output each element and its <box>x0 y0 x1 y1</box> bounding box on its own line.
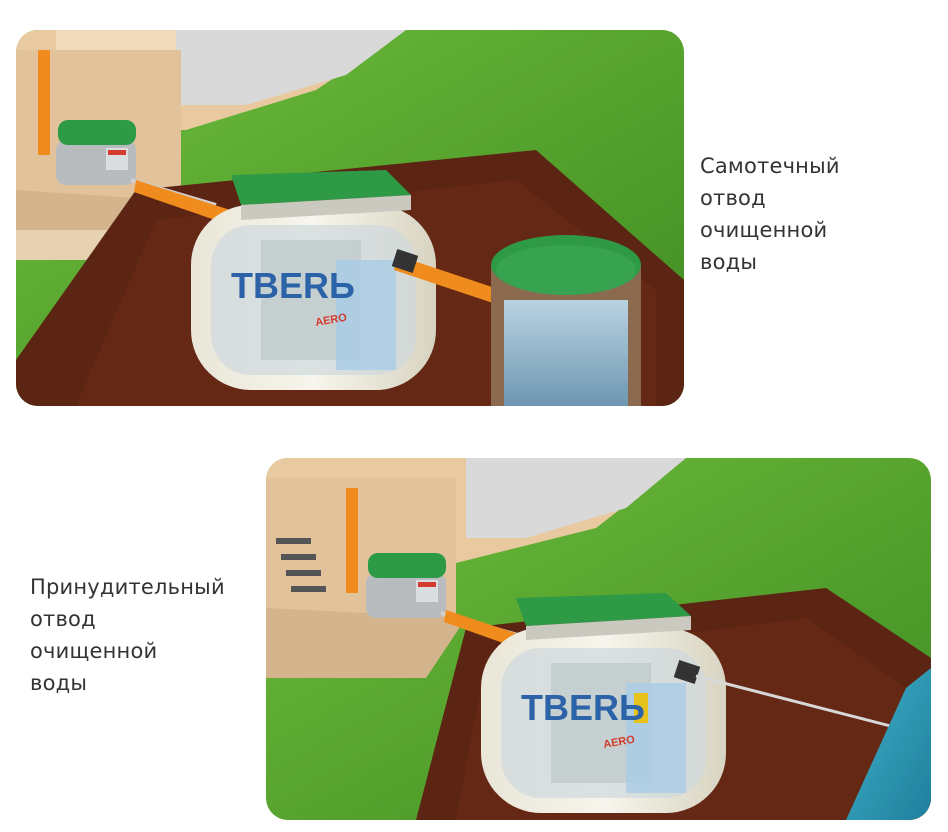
forced-drainage-caption: Принудительный отвод очищенной воды <box>30 575 225 695</box>
well-water <box>504 300 628 406</box>
air-compressor <box>56 120 136 185</box>
drain-riser-pipe <box>38 50 50 155</box>
septic-tank: TBERЬ AERO <box>191 170 436 390</box>
forced-drainage-illustration: TBERЬ AERO <box>266 458 931 820</box>
outlet-pipe <box>394 255 516 310</box>
pressure-outlet-hose <box>695 674 907 732</box>
tank-lid <box>231 170 411 205</box>
forced-drainage-scene: TBERЬ AERO <box>266 458 931 820</box>
drainage-pump <box>634 693 648 723</box>
drainage-well <box>491 235 641 406</box>
drain-riser-pipe <box>346 488 358 593</box>
air-compressor <box>366 553 446 618</box>
septic-tank: TBERЬ AERO <box>481 593 726 813</box>
tank-lid <box>516 593 691 626</box>
tank-sublogo: AERO <box>602 734 636 751</box>
gravity-drainage-illustration: TBERЬ AERO <box>16 30 684 406</box>
tank-sublogo: AERO <box>314 312 348 329</box>
tank-logo: TBERЬ <box>231 265 355 306</box>
gravity-drainage-scene: TBERЬ AERO <box>16 30 684 406</box>
tank-logo: TBERЬ <box>521 687 645 728</box>
drainage-ditch <box>846 668 931 820</box>
gravity-drainage-caption: Самотечный отвод очищенной воды <box>700 154 840 274</box>
